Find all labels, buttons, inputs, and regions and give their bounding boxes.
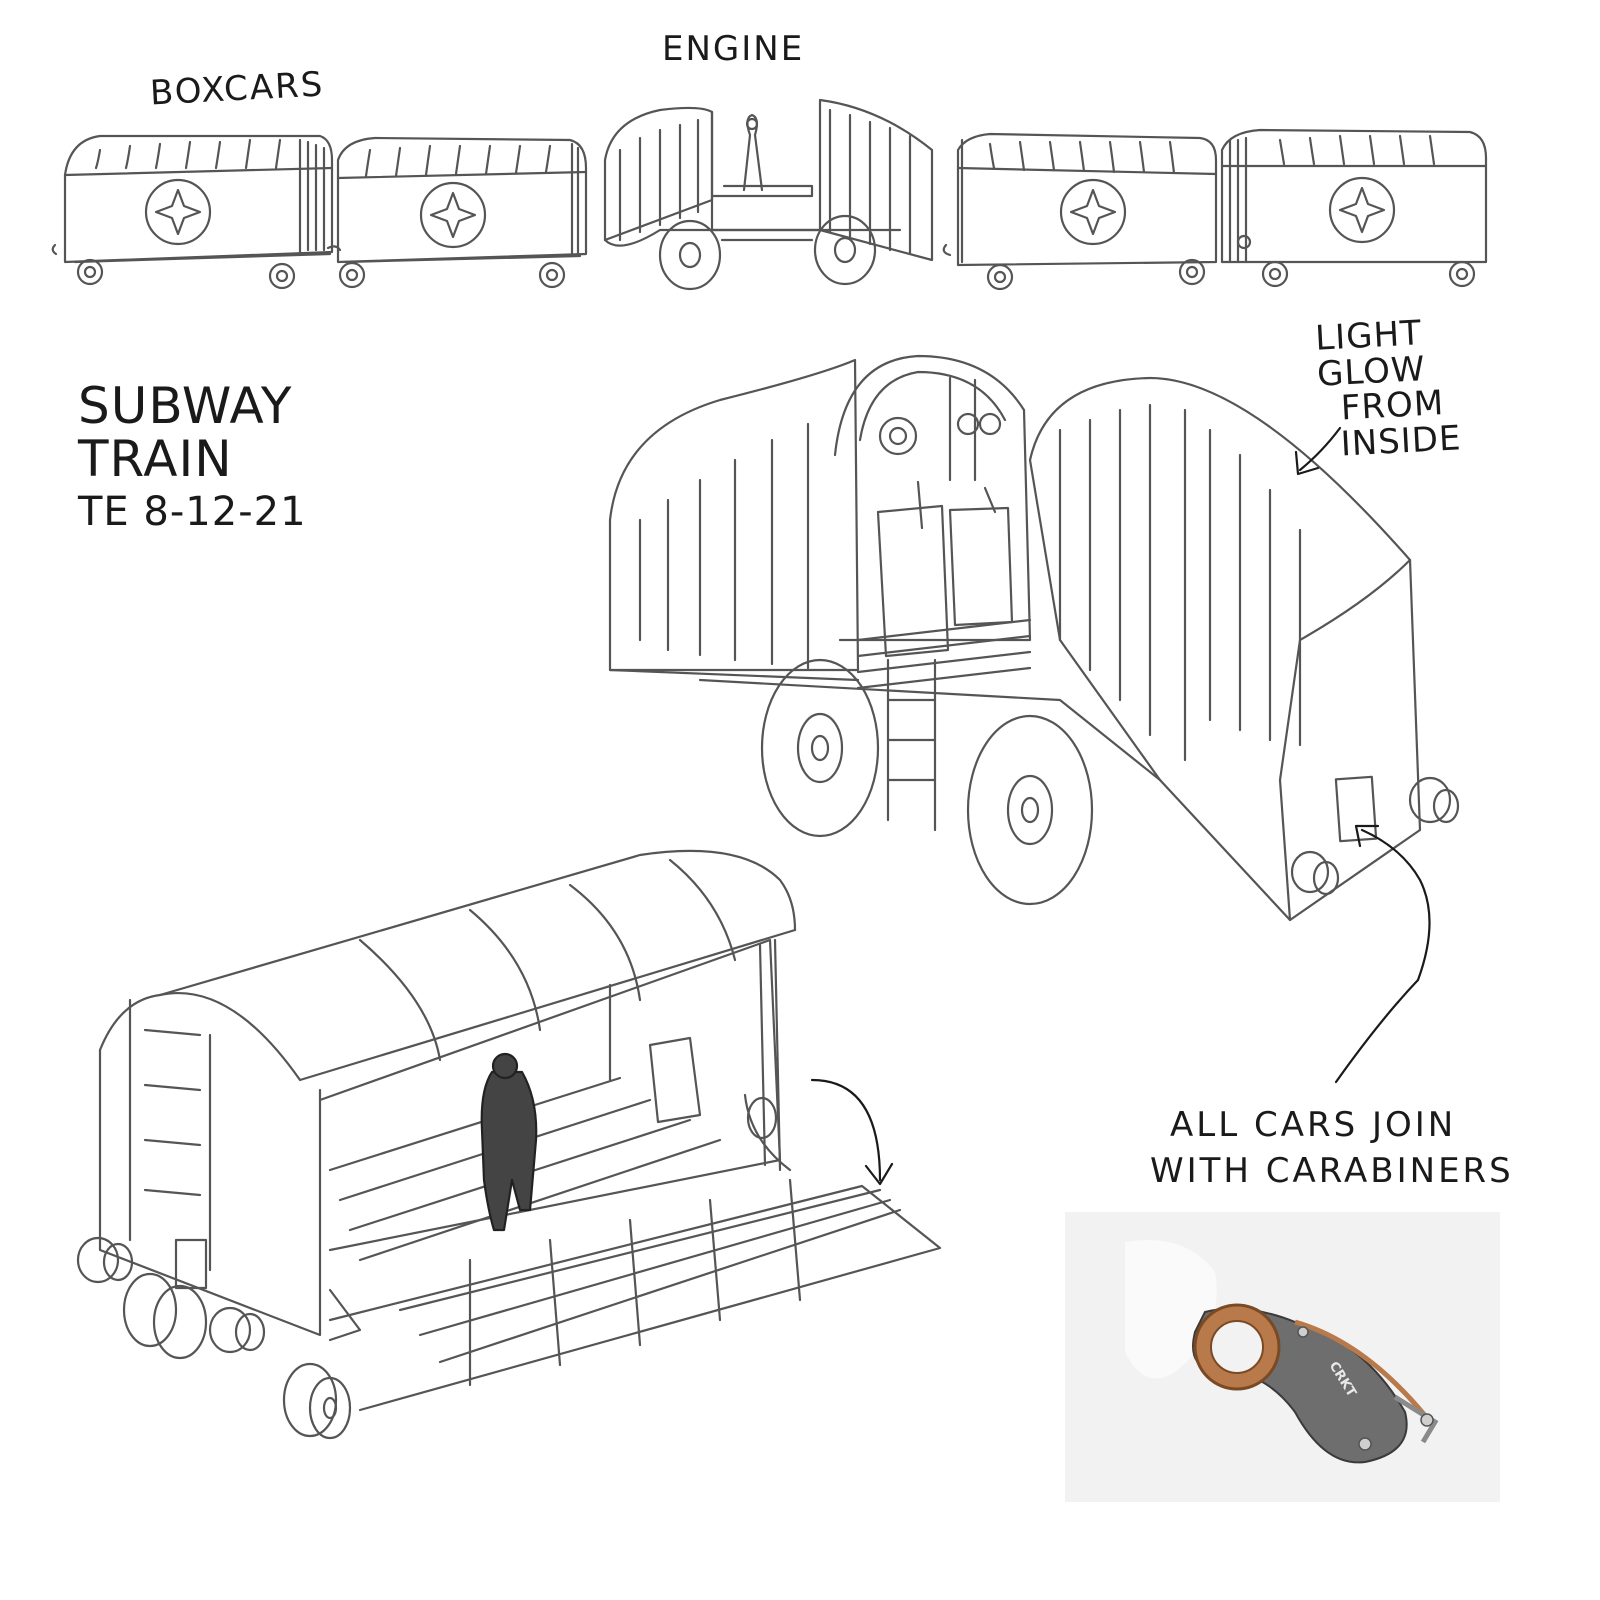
engine-label: ENGINE — [662, 29, 805, 69]
boxcar-detail — [76, 849, 942, 1440]
boxcar-5 — [1220, 128, 1488, 288]
boxcar-2 — [336, 136, 588, 289]
carabiner-icon — [1125, 1240, 1439, 1464]
carabiner-photo: CRKT — [1065, 1212, 1500, 1502]
carabiner-note: ALL CARS JOIN WITH CARABINERS — [1150, 1105, 1514, 1189]
join-line-1: ALL CARS JOIN — [1170, 1105, 1457, 1145]
title-line-2: TRAIN — [78, 429, 233, 488]
glow-line-4: INSIDE — [1339, 418, 1463, 465]
boxcars-label: BOXCARS — [149, 64, 326, 114]
boxcar-1 — [51, 134, 342, 290]
title-block: SUBWAY TRAIN TE 8-12-21 — [78, 380, 307, 533]
boxcar-4 — [942, 132, 1218, 291]
join-line-2: WITH CARABINERS — [1150, 1150, 1514, 1191]
light-glow-note: LIGHT GLOW FROM INSIDE — [1314, 313, 1463, 465]
engine-small — [603, 98, 934, 291]
engine-detail — [608, 354, 1460, 1084]
title-date: TE 8-12-21 — [78, 489, 307, 535]
title-line-1: SUBWAY — [78, 377, 293, 435]
